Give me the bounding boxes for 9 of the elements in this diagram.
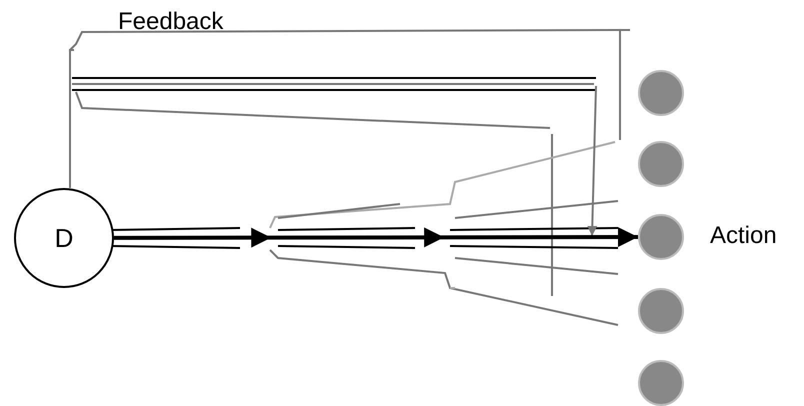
annotation-label: Feedback bbox=[118, 8, 224, 36]
filled-circle bbox=[638, 360, 684, 406]
filled-circle bbox=[638, 141, 684, 187]
arrow bbox=[114, 227, 638, 248]
filled-circle bbox=[638, 288, 684, 334]
node-label: D bbox=[54, 222, 74, 254]
filled-circle bbox=[638, 214, 684, 260]
node-caption: Action bbox=[710, 222, 777, 250]
filled-circle bbox=[638, 70, 684, 116]
